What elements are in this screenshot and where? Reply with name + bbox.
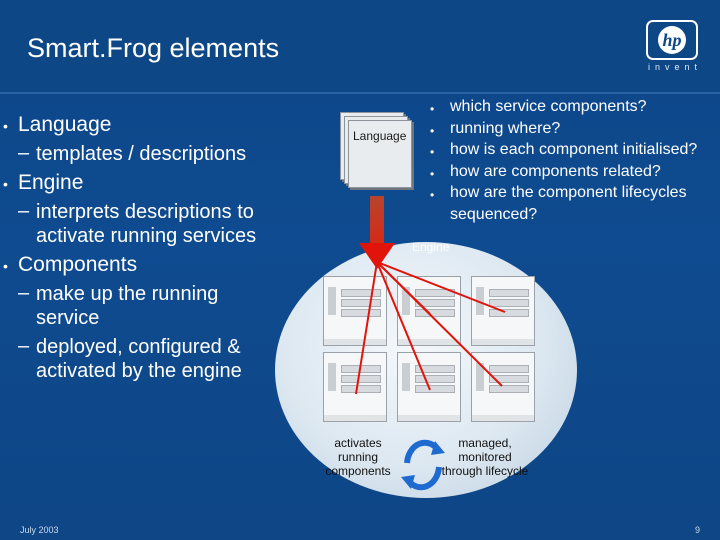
title-band — [0, 0, 720, 94]
server-icon — [323, 352, 387, 422]
activates-caption: activates running components — [325, 436, 391, 478]
bullet-marker: • — [3, 176, 8, 192]
bullet-marker: • — [3, 258, 8, 274]
server-icon — [471, 352, 535, 422]
engine-label: Engine — [412, 240, 450, 254]
footer-date: July 2003 — [20, 525, 59, 535]
question-item: which service components? — [450, 98, 647, 115]
bullet-marker: • — [3, 118, 8, 134]
bullet-marker: • — [430, 145, 435, 159]
lifecycle-cycle-icon — [401, 439, 445, 491]
server-icon — [323, 276, 387, 346]
bullet-marker: • — [430, 167, 435, 181]
bullet-marker: • — [430, 124, 435, 138]
sub-bullet-language: templates / descriptions — [36, 143, 247, 165]
sub-bullet-components-1: make up the running service — [36, 283, 219, 329]
svg-text:hp: hp — [662, 30, 681, 50]
slide-title: Smart.Frog elements — [27, 33, 280, 63]
connection-line — [376, 261, 506, 313]
connection-line — [376, 261, 503, 387]
language-document — [348, 120, 412, 188]
sub-bullet-components-2: deployed, configured & activated by the … — [36, 336, 242, 382]
question-item: how are components related? — [450, 163, 661, 180]
question-item: running where? — [450, 120, 561, 137]
sub-bullet-engine: interprets descriptions to activate runn… — [36, 201, 257, 247]
logo-tagline: invent — [648, 62, 703, 72]
sub-bullet-marker: – — [18, 200, 30, 222]
connection-line — [355, 261, 378, 395]
sub-bullet-marker: – — [18, 282, 30, 304]
connection-line — [376, 261, 431, 391]
question-item: how are the component lifecycles — [450, 184, 687, 201]
question-item: how is each component initialised? — [450, 141, 698, 158]
bullet-marker: • — [430, 188, 435, 202]
page-number: 9 — [695, 525, 701, 535]
sub-bullet-marker: – — [18, 142, 30, 164]
sub-bullet-marker: – — [18, 335, 30, 357]
bullet-components: Components — [18, 253, 138, 276]
bullet-marker: • — [430, 102, 435, 116]
managed-caption: managed, monitored through lifecycle — [441, 436, 529, 478]
language-label: Language — [353, 129, 407, 143]
hp-logo-icon: hp — [646, 20, 698, 60]
question-item-continued: sequenced? — [450, 206, 538, 223]
bullet-language: Language — [18, 113, 112, 136]
arrow-shaft — [370, 196, 384, 246]
bullet-engine: Engine — [18, 171, 84, 194]
